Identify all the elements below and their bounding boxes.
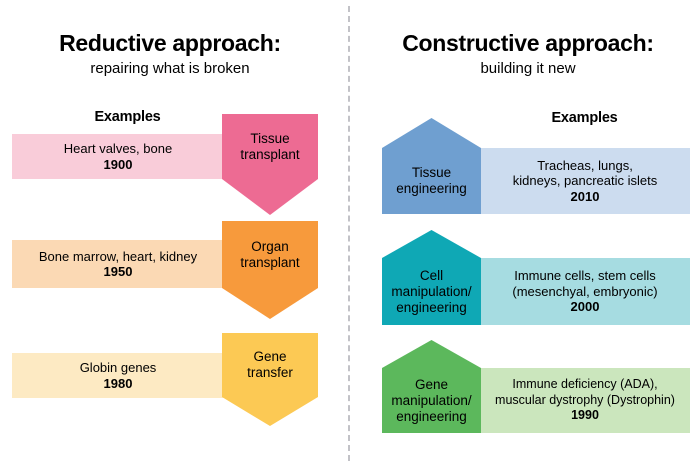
right-stage-label-2a: Cell [419,267,444,283]
left-example-text-1: Heart valves, bone [63,141,173,156]
left-example-year-1: 1900 [103,156,133,172]
left-examples-label: Examples [94,109,161,125]
right-stage-pentagon-1: Tissue engineering [382,118,481,214]
right-stage-label-3b: manipulation/ [391,392,472,408]
right-example-text-3a: Immune deficiency (ADA), [512,377,658,392]
right-stage-label-3c: engineering [396,408,467,424]
left-stage-label-2a: Organ [251,238,289,254]
right-example-text-2b: (mesenchyal, embryonic) [512,283,658,299]
left-stage-arrow-3: Gene transfer [222,333,318,426]
right-examples-label: Examples [551,110,618,126]
right-stage-label-2b: manipulation/ [391,283,472,299]
left-stage-label-3a: Gene [253,349,287,364]
left-column-title: Reductive approach: [59,30,281,56]
right-stage-pentagon-3: Gene manipulation/ engineering [382,340,481,433]
left-stage-label-2b: transplant [240,254,300,270]
right-column-title: Constructive approach: [402,30,654,56]
column-divider [348,6,350,461]
right-example-year-2: 2000 [570,299,600,315]
right-stage-label-2c: engineering [396,299,467,315]
left-example-text-3: Globin genes [79,360,157,375]
right-example-text-2a: Immune cells, stem cells [514,268,656,284]
left-stage-label-1b: transplant [240,146,300,162]
left-stage-arrow-1: Tissue transplant [222,114,318,215]
left-stage-label-3b: transfer [247,365,293,380]
left-example-text-2: Bone marrow, heart, kidney [38,248,198,264]
right-example-text-1a: Tracheas, lungs, [537,157,633,173]
pentagon-up-shape-icon [382,230,481,325]
right-stage-pentagon-2: Cell manipulation/ engineering [382,230,481,325]
left-stage-arrow-2: Organ transplant [222,221,318,319]
right-stage-label-1b: engineering [396,181,467,196]
arrow-down-shape-icon [222,221,318,319]
right-stage-label-1a: Tissue [411,165,452,180]
left-example-year-3: 1980 [103,375,133,391]
left-example-bar-3: Globin genes 1980 [12,353,224,398]
left-stage-label-1a: Tissue [250,130,290,146]
pentagon-up-shape-icon [382,340,481,433]
left-example-bar-2: Bone marrow, heart, kidney 1950 [12,240,224,288]
pentagon-up-shape-icon [382,118,481,214]
right-example-bar-1: Tracheas, lungs, kidneys, pancreatic isl… [480,148,690,214]
left-column-subtitle: repairing what is broken [90,60,250,77]
right-example-bar-3: Immune deficiency (ADA), muscular dystro… [480,368,690,433]
arrow-down-shape-icon [222,114,318,215]
left-example-year-2: 1950 [103,264,133,279]
right-example-bar-2: Immune cells, stem cells (mesenchyal, em… [480,258,690,325]
right-column-subtitle: building it new [480,60,576,77]
right-stage-label-3a: Gene [414,376,449,392]
right-example-text-1b: kidneys, pancreatic islets [512,173,658,189]
right-example-year-3: 1990 [571,408,599,423]
left-example-bar-1: Heart valves, bone 1900 [12,134,224,179]
right-example-year-1: 2010 [570,188,600,204]
arrow-down-shape-icon [222,333,318,426]
right-example-text-3b: muscular dystrophy (Dystrophin) [495,392,675,407]
